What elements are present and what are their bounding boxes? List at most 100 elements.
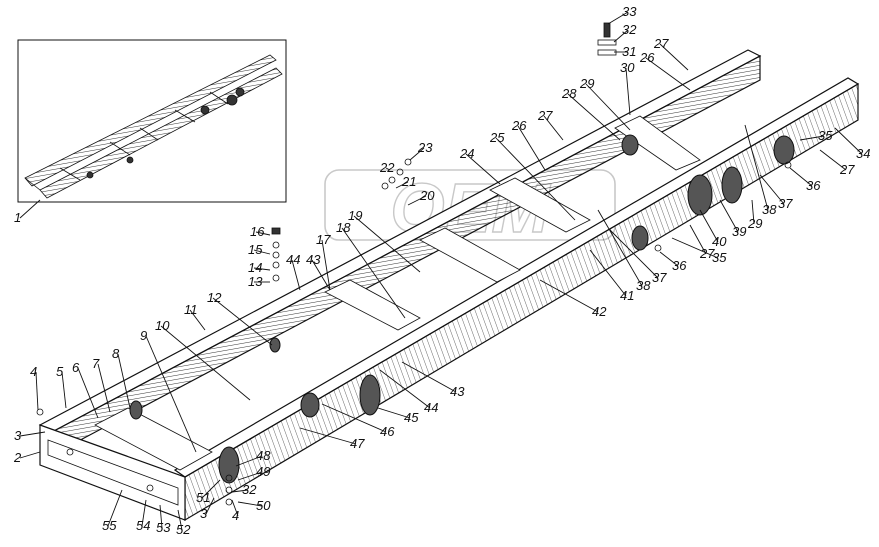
callout-label-53: 53 — [156, 520, 171, 535]
leader-line-6 — [77, 367, 99, 419]
callout-label-27: 27 — [537, 108, 553, 123]
leader-line-3 — [19, 431, 46, 437]
callout-label-43: 43 — [306, 252, 321, 267]
callout-label-51: 51 — [196, 490, 210, 505]
leader-line-38 — [597, 209, 643, 287]
leader-line-21 — [395, 181, 409, 189]
callout-label-43: 43 — [450, 384, 465, 399]
callout-label-1: 1 — [14, 210, 21, 225]
callout-label-35: 35 — [818, 128, 833, 143]
callout-label-46: 46 — [380, 424, 395, 439]
leader-line-40 — [699, 209, 719, 243]
leader-line-46 — [321, 403, 387, 433]
leader-line-3 — [205, 497, 215, 515]
leader-line-27 — [659, 43, 689, 71]
leader-line-37 — [759, 174, 785, 205]
leader-line-32 — [613, 29, 629, 43]
leader-line-34 — [834, 127, 863, 155]
leader-line-30 — [625, 67, 631, 116]
callout-label-55: 55 — [102, 518, 117, 533]
callout-label-28: 28 — [561, 86, 577, 101]
leader-line-16 — [255, 231, 271, 236]
leader-line-19 — [353, 215, 421, 273]
leader-line-32 — [231, 489, 249, 493]
leader-line-10 — [160, 325, 251, 401]
callout-label-30: 30 — [620, 60, 635, 75]
callout-label-5: 5 — [56, 364, 64, 379]
callout-label-34: 34 — [856, 146, 870, 161]
callout-label-9: 9 — [140, 328, 147, 343]
callout-label-37: 37 — [652, 270, 667, 285]
leader-line-9 — [145, 335, 197, 453]
callout-label-26: 26 — [639, 50, 655, 65]
leader-line-50 — [237, 501, 263, 507]
callout-label-37: 37 — [778, 196, 793, 211]
callout-label-38: 38 — [762, 202, 777, 217]
callout-label-44: 44 — [424, 400, 438, 415]
callout-label-14: 14 — [248, 260, 262, 275]
leader-line-29 — [585, 83, 631, 131]
callout-label-54: 54 — [136, 518, 150, 533]
leader-line-43 — [311, 259, 331, 291]
leader-line-17 — [321, 239, 331, 291]
callout-label-35: 35 — [712, 250, 727, 265]
leader-line-7 — [97, 363, 111, 413]
leader-line-53 — [159, 504, 163, 529]
callout-label-11: 11 — [184, 302, 198, 317]
callout-label-27: 27 — [839, 162, 855, 177]
leader-lines — [19, 11, 863, 531]
leader-line-12 — [212, 297, 273, 346]
leader-line-1 — [19, 199, 41, 219]
leader-line-22 — [385, 167, 391, 171]
leader-line-41 — [589, 249, 627, 297]
callout-label-26: 26 — [511, 118, 527, 133]
callout-label-31: 31 — [622, 44, 636, 59]
callout-label-38: 38 — [636, 278, 651, 293]
callout-label-40: 40 — [712, 234, 727, 249]
leader-line-15 — [253, 249, 271, 255]
callout-label-13: 13 — [248, 274, 263, 289]
leader-line-44 — [379, 369, 431, 409]
leader-line-43 — [401, 361, 457, 393]
leader-line-51 — [201, 479, 221, 499]
callout-label-48: 48 — [256, 448, 271, 463]
leader-line-38 — [744, 124, 769, 211]
callout-label-18: 18 — [336, 220, 351, 235]
leader-line-2 — [19, 451, 41, 459]
callout-label-21: 21 — [401, 174, 416, 189]
inset-overview — [17, 39, 287, 203]
hardware-fasteners — [36, 22, 792, 506]
leader-line-26 — [517, 125, 546, 171]
callout-label-49: 49 — [256, 464, 270, 479]
leader-line-54 — [141, 499, 147, 527]
leader-line-55 — [107, 489, 123, 527]
callout-label-4: 4 — [30, 364, 37, 379]
callout-label-23: 23 — [417, 140, 433, 155]
callout-label-25: 25 — [489, 130, 505, 145]
callout-label-50: 50 — [256, 498, 271, 513]
callout-label-3: 3 — [14, 428, 22, 443]
callout-label-19: 19 — [348, 208, 362, 223]
callout-label-24: 24 — [459, 146, 474, 161]
callout-label-52: 52 — [176, 522, 191, 537]
leader-line-20 — [407, 195, 427, 206]
leader-line-27 — [689, 224, 707, 255]
callout-label-17: 17 — [316, 232, 331, 247]
callout-label-39: 39 — [732, 224, 746, 239]
callout-label-2: 2 — [13, 450, 22, 465]
front-bumper — [39, 424, 186, 521]
leader-line-49 — [237, 471, 263, 481]
leader-line-4 — [231, 499, 239, 517]
callout-label-45: 45 — [404, 410, 419, 425]
leader-line-29 — [751, 199, 755, 225]
callout-label-42: 42 — [592, 304, 607, 319]
leader-line-27 — [819, 149, 847, 171]
callout-label-3: 3 — [200, 506, 208, 521]
leader-line-52 — [177, 509, 183, 531]
callout-label-36: 36 — [806, 178, 821, 193]
leader-line-36 — [789, 167, 813, 187]
leader-line-48 — [235, 455, 263, 467]
callout-label-27: 27 — [699, 246, 715, 261]
callout-label-12: 12 — [207, 290, 222, 305]
